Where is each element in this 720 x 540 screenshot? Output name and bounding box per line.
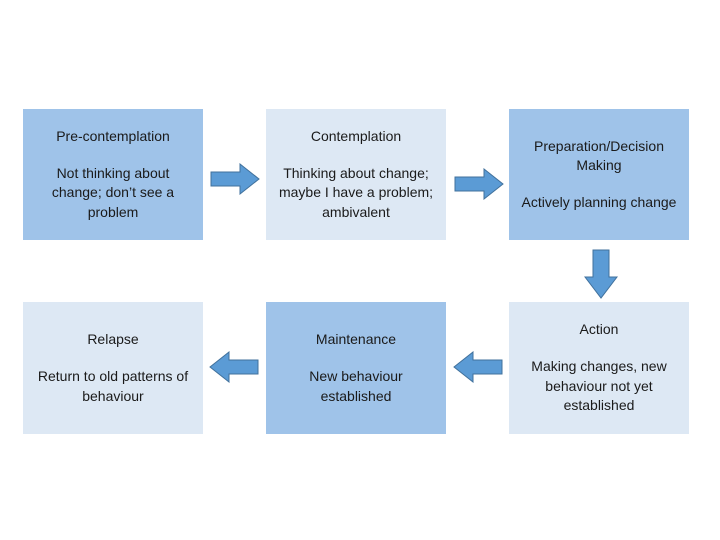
- stage-preparation: Preparation/Decision Making Actively pla…: [509, 109, 689, 240]
- stage-action: Action Making changes, new behaviour not…: [509, 302, 689, 434]
- stage-maintenance: Maintenance New behaviour established: [266, 302, 446, 434]
- left-arrow-icon: [453, 351, 503, 383]
- stage-description: Thinking about change; maybe I have a pr…: [278, 164, 434, 220]
- stage-title: Pre-contemplation: [56, 127, 170, 144]
- stage-precontemplation: Pre-contemplation Not thinking about cha…: [23, 109, 203, 240]
- stage-description: New behaviour established: [309, 368, 403, 404]
- left-arrow-icon: [209, 351, 259, 383]
- right-arrow-icon: [210, 163, 260, 195]
- stage-title: Contemplation: [310, 127, 402, 144]
- stage-relapse: Relapse Return to old patterns of behavi…: [23, 302, 203, 434]
- right-arrow-icon: [454, 168, 504, 200]
- stage-description: Not thinking about change; don’t see a p…: [51, 164, 175, 220]
- stage-title: Relapse: [87, 331, 139, 347]
- stage-description: Return to old patterns of behaviour: [37, 368, 189, 404]
- stage-title: Maintenance: [315, 331, 397, 347]
- stage-title: Preparation/Decision Making: [534, 137, 664, 173]
- down-arrow-icon: [584, 249, 618, 299]
- stage-title: Action: [579, 321, 619, 338]
- stage-description: Actively planning change: [521, 193, 677, 210]
- stage-contemplation: Contemplation Thinking about change; may…: [266, 109, 446, 240]
- stage-description: Making changes, new behaviour not yet es…: [531, 358, 667, 414]
